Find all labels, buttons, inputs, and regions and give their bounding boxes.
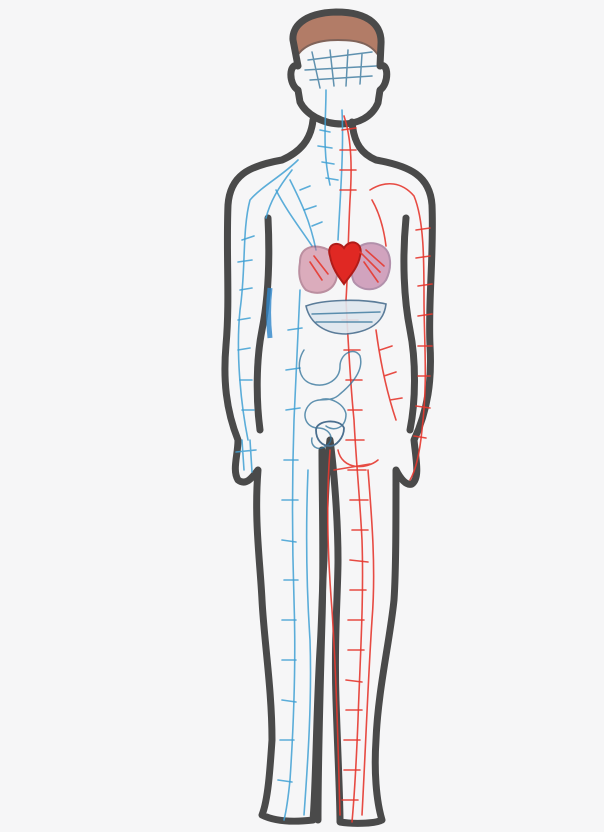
right-arm-inner-outline (404, 218, 415, 430)
liver-stomach (306, 300, 386, 334)
head-veins (305, 50, 376, 88)
heart-and-lungs (299, 242, 390, 292)
digestive-organs (299, 300, 386, 448)
inner-leg-divider (318, 450, 323, 820)
